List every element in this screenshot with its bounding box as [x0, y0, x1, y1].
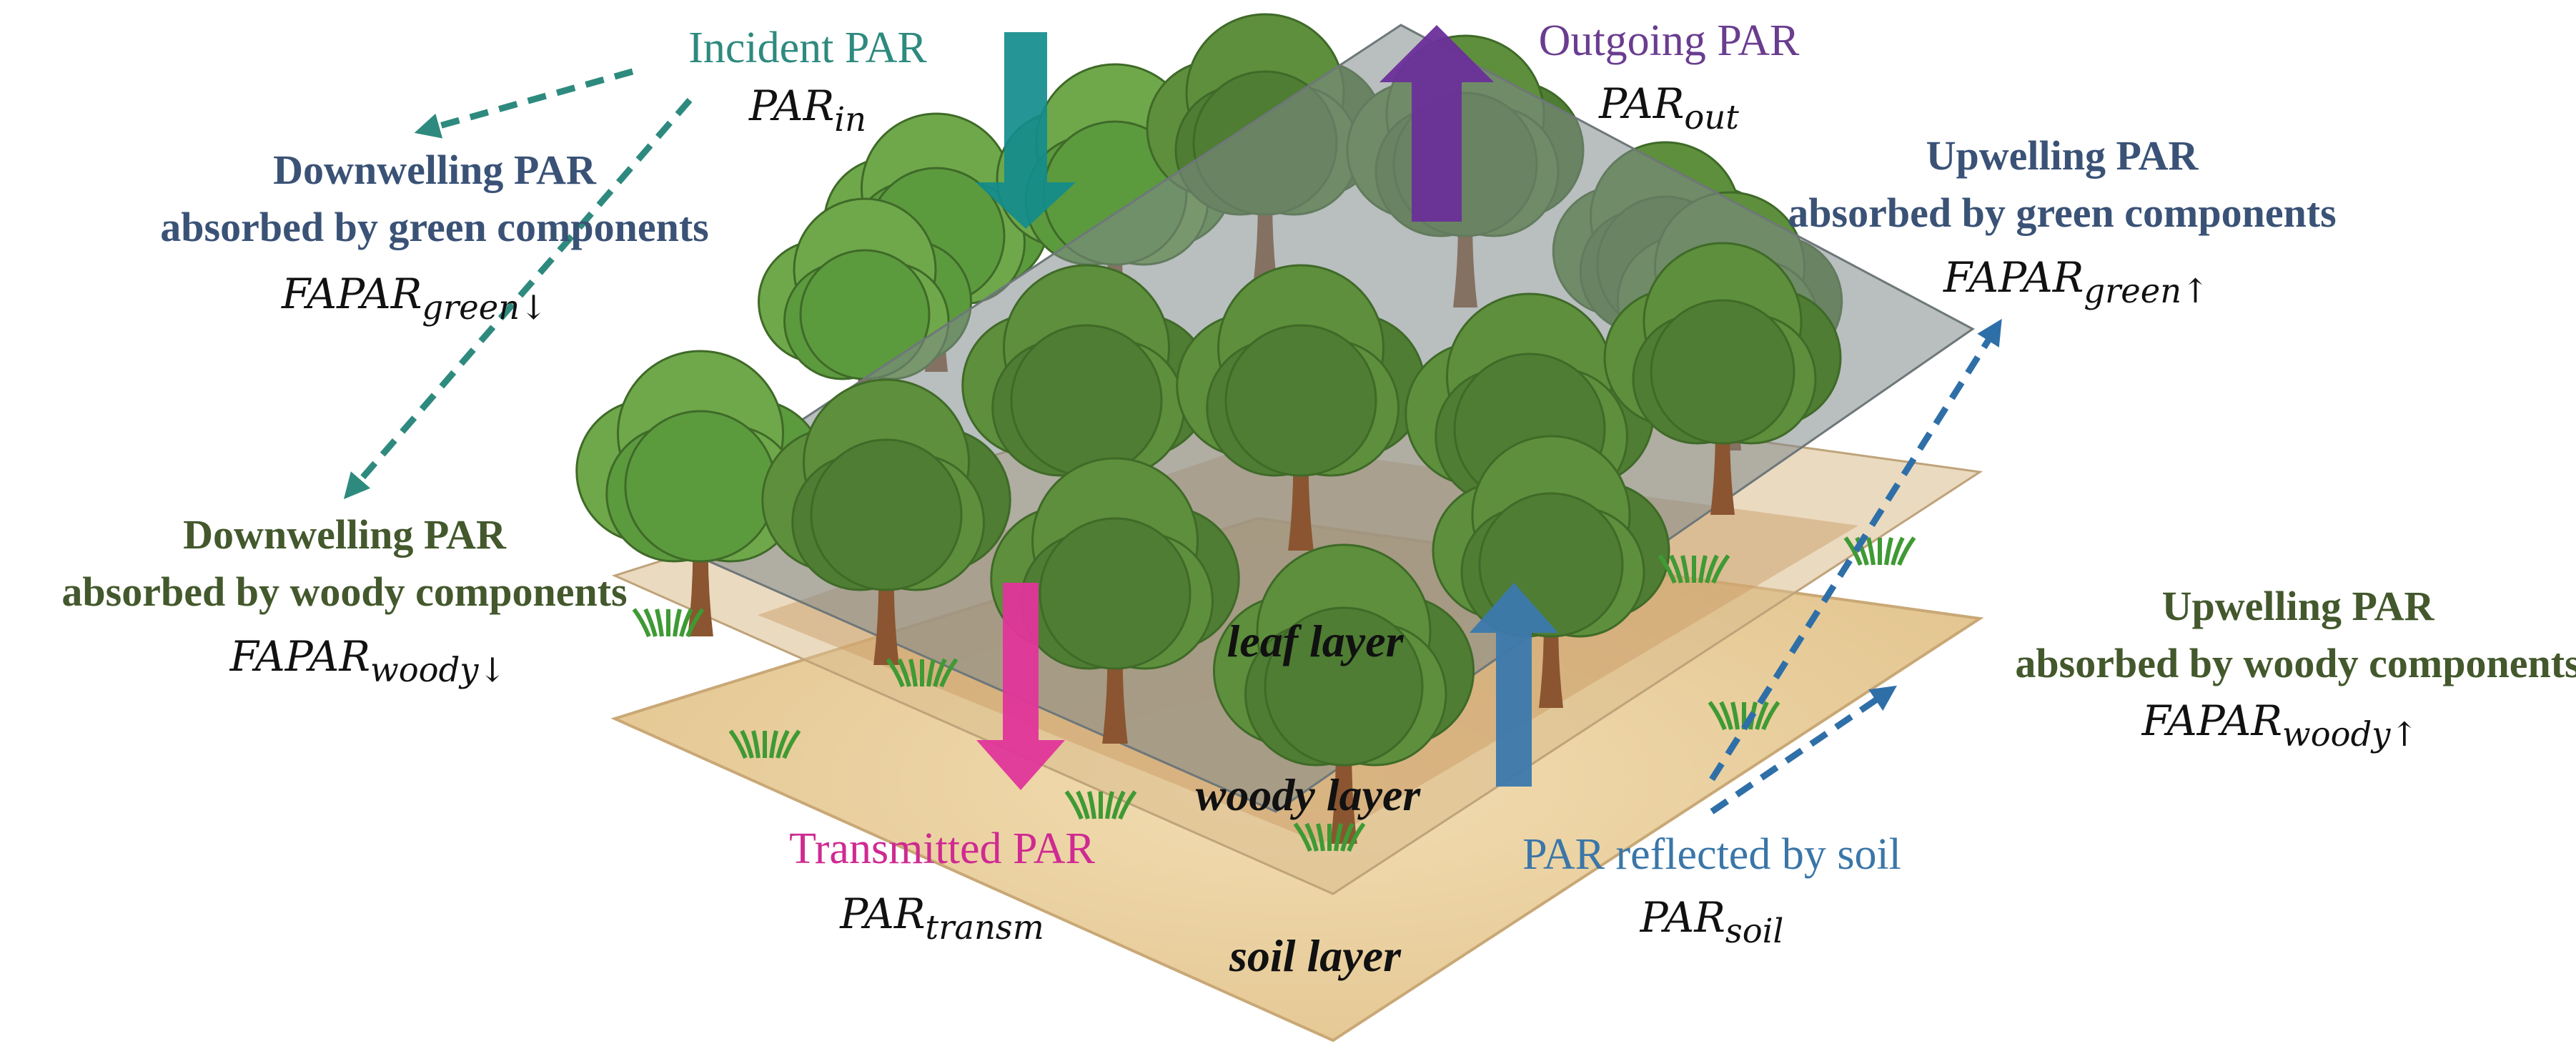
down-woody-line2: absorbed by woody components: [61, 568, 628, 615]
transmitted-par-symbol: PARtransm: [840, 890, 1044, 947]
tree-icon: [575, 350, 826, 636]
up-woody-line1: Upwelling PAR: [2161, 583, 2434, 629]
tree-icon: [990, 457, 1240, 744]
up-woody-symbol: FAPARwoody↑: [2141, 696, 2419, 754]
grass-tuft: [728, 729, 801, 759]
dashed-arrow-to-down-woody: [343, 98, 693, 500]
up-woody-line2: absorbed by woody components: [2015, 640, 2576, 686]
grass-tufts: [632, 536, 1916, 852]
soil-reflected-par-symbol: PARsoil: [1640, 893, 1784, 950]
tree-icon: [961, 264, 1212, 551]
dashed-arrow-to-up-woody: [1710, 685, 1897, 814]
up-green-symbol: FAPARgreen↑: [1943, 253, 2209, 310]
tree-group-front: [575, 242, 1842, 844]
woody-layer-label: woody layer: [1195, 769, 1421, 820]
incident-par-symbol: PARin: [749, 82, 866, 139]
tree-icon: [1432, 435, 1670, 708]
tree-icon: [1213, 543, 1475, 844]
tree-icon: [1603, 242, 1842, 515]
transmitted-par-arrow-icon: [976, 583, 1065, 790]
transmitted-par-title: Transmitted PAR: [789, 824, 1095, 873]
grass-tuft: [1708, 701, 1780, 731]
leaf-layer-label: leaf layer: [1227, 616, 1404, 666]
tree-icon: [1176, 264, 1426, 551]
down-green-line1: Downwelling PAR: [273, 147, 596, 193]
down-woody-line1: Downwelling PAR: [183, 511, 506, 558]
down-green-line2: absorbed by green components: [160, 204, 709, 250]
outgoing-par-symbol: PARout: [1599, 79, 1739, 137]
down-green-symbol: FAPARgreen↓: [282, 270, 548, 327]
soil-layer-label: soil layer: [1229, 930, 1401, 981]
up-green-line1: Upwelling PAR: [1926, 132, 2199, 179]
grass-tuft: [886, 658, 958, 688]
grass-tuft: [1658, 554, 1730, 584]
down-woody-symbol: FAPARwoody↓: [229, 632, 507, 689]
incident-par-arrow-icon: [976, 32, 1076, 229]
soil-reflected-par-arrow-icon: [1470, 583, 1558, 787]
dashed-arrow-to-down-green: [414, 68, 634, 139]
grass-tuft: [632, 608, 705, 638]
grass-tuft: [1293, 822, 1366, 852]
grass-tuft: [1064, 790, 1137, 820]
up-green-line2: absorbed by green components: [1788, 189, 2337, 236]
outgoing-par-title: Outgoing PAR: [1538, 16, 1800, 65]
grass-tuft: [1843, 536, 1916, 566]
incident-par-title: Incident PAR: [688, 24, 927, 72]
tree-icon: [761, 378, 1011, 665]
outgoing-par-arrow-icon: [1379, 25, 1494, 222]
soil-reflected-par-title: PAR reflected by soil: [1522, 830, 1901, 879]
